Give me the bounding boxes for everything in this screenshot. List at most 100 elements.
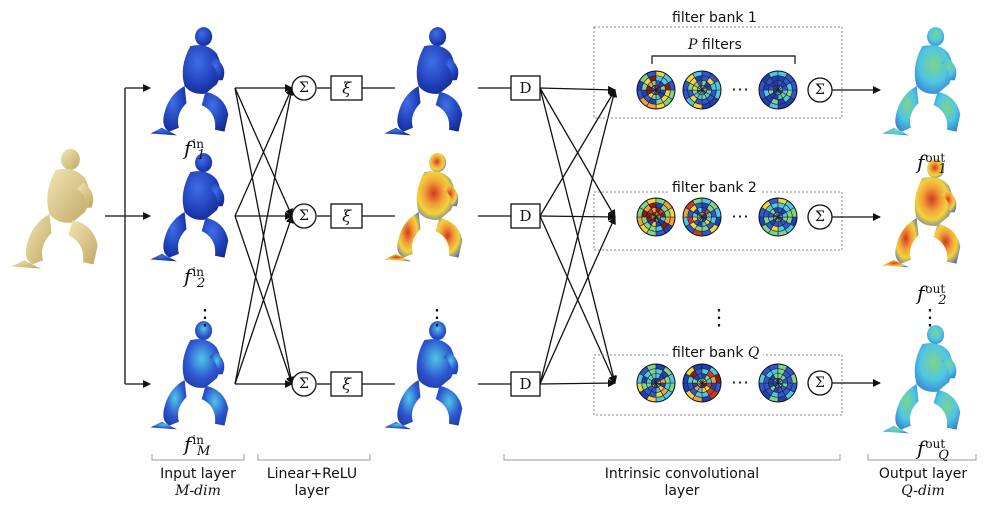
figure-foot (11, 260, 41, 269)
disc-cell (654, 87, 662, 91)
filter-bank-q-title: filter bank Q (668, 345, 764, 361)
figure-head (195, 27, 213, 47)
disc-cell (776, 87, 784, 91)
figure-head (195, 153, 213, 173)
figure-torso (182, 339, 221, 388)
dropout-symbol: D (519, 375, 531, 393)
sum-symbol: Σ (815, 375, 825, 391)
disc-outline (682, 70, 722, 110)
disc-cell (700, 87, 708, 91)
figure-foot (150, 127, 177, 136)
sum-node-2 (291, 203, 317, 229)
figure-arm (209, 57, 225, 81)
filter-disc-1-1 (636, 70, 676, 110)
figure-leg-back (397, 380, 421, 426)
figure-leg-front (201, 91, 229, 132)
relu-symbol: ξ (342, 79, 352, 98)
figure-foot (882, 259, 909, 268)
figure-arm (941, 57, 957, 81)
figure-leg-back (25, 214, 52, 265)
figure-arm (209, 351, 225, 375)
output-feature-2-label: fout2 (917, 281, 947, 308)
bank-sum-node-2 (807, 204, 833, 230)
output-layer-caption: Output layer Q-dim (878, 466, 968, 499)
figure-leg-front (933, 91, 961, 132)
bank-vdots: ⋮ (708, 306, 730, 331)
input-feature-m-label: finM (184, 432, 211, 459)
figure-torso (914, 45, 953, 94)
filter-disc-2-2 (682, 197, 722, 237)
disc-outline (682, 197, 722, 237)
figure-leg-back (163, 86, 187, 132)
output-layer-bracket (867, 454, 977, 461)
disc-cell (776, 214, 784, 218)
figure-head (429, 153, 447, 173)
figure-leg-front (68, 220, 98, 265)
input-feature-1-figure (150, 27, 229, 136)
disc-outline (636, 363, 676, 403)
figure-torso (416, 171, 455, 220)
dropout-edge (539, 379, 616, 388)
hidden-feature-2-figure (384, 153, 463, 262)
filter-discs (636, 70, 798, 403)
figure-leg-back (397, 86, 421, 132)
output-feature-1-figure (882, 27, 961, 136)
figure-foot (882, 127, 909, 136)
disc-cell (700, 380, 708, 384)
sum-node-1 (291, 75, 317, 101)
filter-disc-2-3 (758, 197, 798, 237)
sum-symbol: Σ (299, 208, 309, 224)
filter-bank-1-box (593, 26, 843, 119)
relu-node-3 (330, 371, 363, 397)
disc-outline (682, 363, 722, 403)
hidden-vdots: ⋮ (426, 306, 448, 331)
figure-leg-back (163, 380, 187, 426)
hidden-feature-1-figure (384, 27, 463, 136)
hidden-feature-3-figure (384, 321, 463, 430)
disc-cell (654, 214, 662, 218)
linear-relu-bracket (257, 454, 371, 461)
disc-outline (758, 197, 798, 237)
figure-leg-front (201, 217, 229, 258)
figure-foot (150, 253, 177, 262)
figure-torso (416, 45, 455, 94)
filter-disc-3-2 (682, 363, 722, 403)
dropout-node-3 (510, 371, 541, 397)
figure-torso (914, 343, 953, 392)
figure-arm (76, 182, 94, 208)
figure-head (927, 27, 945, 47)
dropout-edge (539, 89, 616, 217)
relu-symbol: ξ (342, 207, 352, 226)
figure-leg-front (933, 223, 961, 264)
output-feature-2-figure (882, 159, 961, 268)
figure-leg-back (895, 218, 919, 264)
filter-ellipsis: ⋯ (731, 373, 749, 394)
output-vdots: ⋮ (919, 306, 941, 331)
dropout-symbol: D (519, 207, 531, 225)
disc-outline (758, 70, 798, 110)
disc-cell (654, 380, 662, 384)
sum-symbol: Σ (815, 209, 825, 225)
bank-sum-node-3 (807, 370, 833, 396)
figure-leg-back (895, 86, 919, 132)
figure-foot (384, 127, 411, 136)
p-filters-bracket (651, 55, 796, 64)
connection-lines (105, 26, 977, 461)
filter-disc-3-1 (636, 363, 676, 403)
sum-node-3 (291, 371, 317, 397)
figure-leg-front (435, 385, 463, 426)
filter-bank-2-title: filter bank 2 (668, 180, 761, 196)
figure-head (927, 325, 945, 345)
filter-bank-1-title: filter bank 1 (668, 10, 761, 26)
input-vdots: ⋮ (194, 306, 216, 331)
figure-leg-back (895, 384, 919, 430)
filter-disc-2-1 (636, 197, 676, 237)
relu-node-2 (330, 203, 363, 229)
figure-leg-front (933, 389, 961, 430)
filter-ellipsis: ⋯ (731, 80, 749, 101)
figure-leg-back (397, 212, 421, 258)
figure-head (60, 148, 80, 170)
disc-outline (758, 363, 798, 403)
filter-disc-1-2 (682, 70, 722, 110)
